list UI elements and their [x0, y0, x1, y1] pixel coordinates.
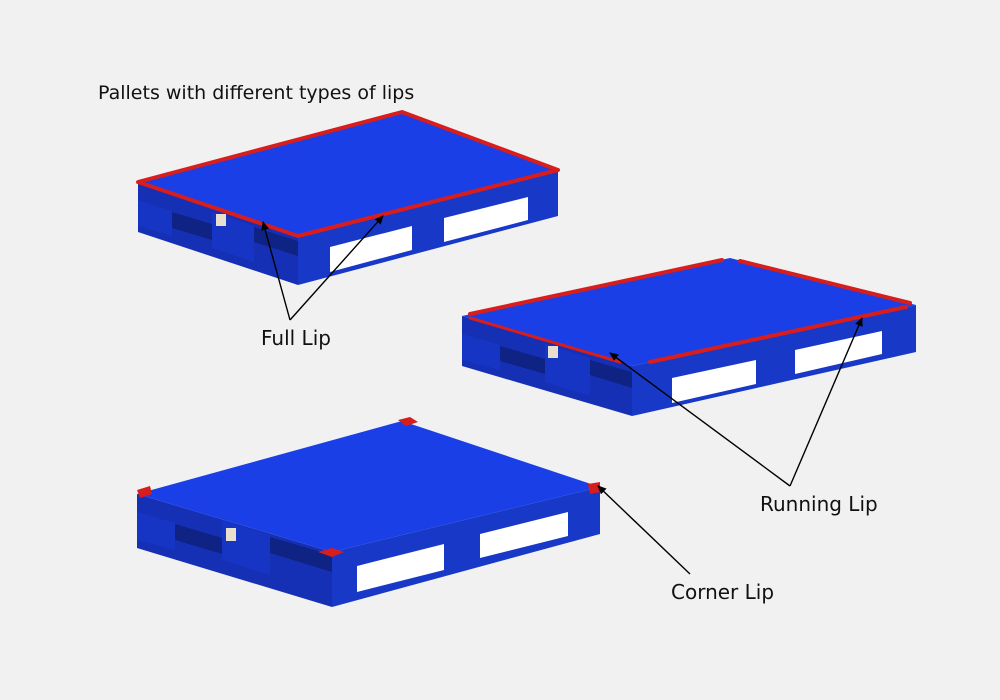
pallet-opening [330, 226, 412, 272]
pallet-foot [462, 334, 500, 370]
pallet-opening-side [270, 537, 332, 572]
running-lip-strip [738, 259, 912, 305]
pallet-tag [226, 528, 236, 541]
arrow-full-lip-2 [289, 215, 384, 321]
full-lip-rim [136, 110, 560, 238]
label-full-lip: Full Lip [261, 326, 331, 350]
full-lip-pallet [136, 110, 560, 285]
pallet-tag [216, 214, 226, 226]
corner-lip [137, 486, 152, 498]
corner-lip [398, 417, 418, 426]
arrow-full-lip-1 [261, 221, 291, 321]
pallet-opening [795, 331, 882, 374]
pallet-top [138, 112, 558, 236]
pallet-opening [357, 544, 444, 592]
callout-arrows [261, 215, 863, 575]
running-lip-strip [648, 305, 908, 364]
pallet-opening-side [254, 227, 298, 256]
diagram-title: Pallets with different types of lips [98, 82, 415, 104]
pallet-foot [138, 200, 172, 236]
arrow-running-lip-2 [789, 317, 863, 487]
pallet-opening-side [175, 524, 222, 554]
pallet-foot [137, 512, 175, 550]
corner-lip [588, 482, 600, 494]
pallet-top [137, 421, 600, 552]
running-lip-strip [468, 258, 724, 316]
running-lip-strip [468, 316, 622, 364]
pallet-opening [480, 512, 568, 558]
corner-lip [318, 548, 344, 557]
pallet-opening-side [590, 360, 632, 388]
label-corner-lip: Corner Lip [671, 580, 775, 604]
running-lip-pallet [462, 258, 916, 416]
pallet-top [462, 258, 916, 366]
pallet-opening-side [172, 212, 212, 240]
pallet-opening [444, 197, 528, 242]
label-running-lip: Running Lip [760, 492, 878, 516]
pallet-opening [672, 360, 756, 403]
corner-lip-pallet [137, 417, 600, 607]
pallet-tag [548, 346, 558, 358]
pallet-opening-side [500, 346, 545, 374]
arrow-corner-lip [597, 485, 691, 575]
arrow-running-lip-1 [609, 352, 791, 487]
